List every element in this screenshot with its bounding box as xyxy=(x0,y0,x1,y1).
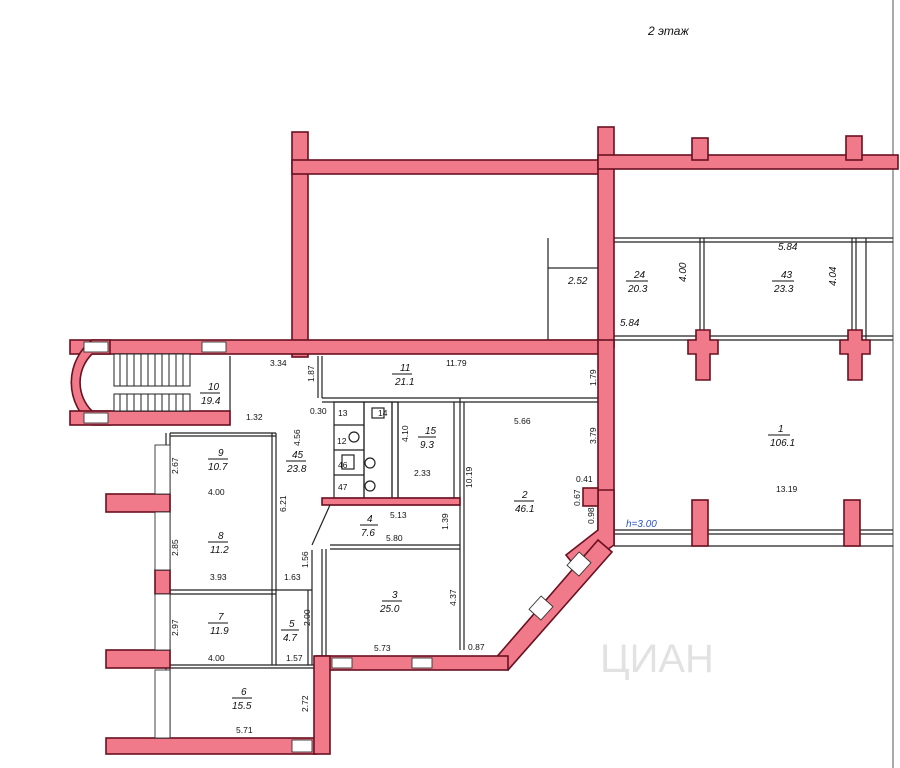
dim-label: 2.72 xyxy=(300,695,310,712)
svg-text:24: 24 xyxy=(633,270,646,281)
dim-label: 5.84 xyxy=(620,318,640,329)
svg-text:19.4: 19.4 xyxy=(201,396,221,407)
dim-label: 4.56 xyxy=(292,429,302,446)
dim-label: 5.73 xyxy=(374,643,391,653)
svg-text:6: 6 xyxy=(241,687,247,698)
load-bearing-walls xyxy=(69,126,899,755)
room-43-label: 43 23.3 xyxy=(772,270,794,295)
dim-label: 2.00 xyxy=(302,609,312,626)
svg-text:4.7: 4.7 xyxy=(283,633,297,644)
dim-label: 2.85 xyxy=(170,539,180,556)
dim-label: 1.56 xyxy=(300,551,310,568)
room-14-label: 14 xyxy=(378,408,388,418)
dim-label: 3.79 xyxy=(588,427,598,444)
dim-label: 1.63 xyxy=(284,572,301,582)
svg-text:106.1: 106.1 xyxy=(770,438,795,449)
svg-text:10: 10 xyxy=(208,382,220,393)
dim-label: 10.19 xyxy=(464,466,474,488)
room-1-label: 1 106.1 xyxy=(768,424,795,449)
svg-text:2: 2 xyxy=(521,490,528,501)
svg-text:10.7: 10.7 xyxy=(208,462,228,473)
svg-text:9.3: 9.3 xyxy=(420,440,434,451)
dim-label: 5.71 xyxy=(236,725,253,735)
room-15-label: 159.3 xyxy=(418,426,437,451)
dim-label: 4.37 xyxy=(448,589,458,606)
watermark: ЦИАН xyxy=(600,637,714,681)
svg-text:11.2: 11.2 xyxy=(210,545,229,556)
svg-text:15: 15 xyxy=(425,426,437,437)
staircase xyxy=(113,353,191,412)
room-10-label: 10 19.4 xyxy=(200,382,221,407)
dim-label: 11.79 xyxy=(446,358,467,368)
svg-text:23.8: 23.8 xyxy=(286,464,307,475)
dim-label: 2.52 xyxy=(567,276,588,287)
dim-label: 1.79 xyxy=(588,369,598,386)
room-2-label: 246.1 xyxy=(514,490,534,515)
floor-title: 2 этаж xyxy=(647,24,689,38)
dim-label: 1.32 xyxy=(246,412,263,422)
room-6-label: 615.5 xyxy=(232,687,252,712)
dim-label: 1.39 xyxy=(440,513,450,530)
room-3-label: 325.0 xyxy=(379,590,402,615)
dim-label: 2.67 xyxy=(170,457,180,474)
dim-label: 2.33 xyxy=(414,468,431,478)
dim-label: 0.67 xyxy=(572,489,582,506)
dim-label: 3.34 xyxy=(270,358,287,368)
dim-label: 4.00 xyxy=(678,262,689,282)
dim-label: 0.30 xyxy=(310,406,327,416)
room-8-label: 811.2 xyxy=(208,531,229,556)
room-11-label: 11 21.1 xyxy=(392,363,414,388)
dim-label: 6.21 xyxy=(278,495,288,512)
dim-label: 13.19 xyxy=(776,484,798,494)
ceiling-height-note: h=3.00 xyxy=(626,519,657,530)
dim-label: 4.10 xyxy=(400,425,410,442)
svg-text:25.0: 25.0 xyxy=(379,604,400,615)
windows xyxy=(83,341,592,753)
svg-text:9: 9 xyxy=(218,448,224,459)
svg-text:1: 1 xyxy=(778,424,784,435)
svg-text:11.9: 11.9 xyxy=(210,626,229,637)
room-4-label: 47.6 xyxy=(360,514,378,539)
dimension-labels: 5.84 2.52 4.00 5.84 4.04 3.34 1.87 11.79… xyxy=(170,242,839,735)
svg-text:20.3: 20.3 xyxy=(627,284,648,295)
room-24-label: 24 20.3 xyxy=(626,270,648,295)
svg-text:3: 3 xyxy=(392,590,398,601)
dim-label: 4.00 xyxy=(208,653,225,663)
svg-text:7.6: 7.6 xyxy=(361,528,375,539)
svg-text:21.1: 21.1 xyxy=(394,377,414,388)
dim-label: 0.41 xyxy=(576,474,593,484)
svg-text:45: 45 xyxy=(292,450,304,461)
dim-label: 1.57 xyxy=(286,653,303,663)
room-12-label: 12 xyxy=(337,436,347,446)
dim-label: 5.80 xyxy=(386,533,403,543)
svg-text:5: 5 xyxy=(289,619,295,630)
room-45-label: 45 23.8 xyxy=(286,450,307,475)
room-46-label: 46 xyxy=(338,460,348,470)
svg-text:43: 43 xyxy=(781,270,793,281)
svg-text:7: 7 xyxy=(218,612,224,623)
room-9-label: 910.7 xyxy=(208,448,228,473)
dim-label: 3.93 xyxy=(210,572,227,582)
room-13-label: 13 xyxy=(338,408,348,418)
svg-text:4: 4 xyxy=(367,514,373,525)
dim-label: 2.97 xyxy=(170,619,180,636)
dim-label: 5.13 xyxy=(390,510,407,520)
room-47-label: 47 xyxy=(338,482,348,492)
svg-text:23.3: 23.3 xyxy=(773,284,794,295)
svg-text:46.1: 46.1 xyxy=(515,504,534,515)
room-7-label: 711.9 xyxy=(208,612,229,637)
svg-text:8: 8 xyxy=(218,531,224,542)
dim-label: 5.84 xyxy=(778,242,798,253)
room-5-label: 54.7 xyxy=(281,619,299,644)
svg-text:11: 11 xyxy=(400,363,410,374)
svg-text:15.5: 15.5 xyxy=(232,701,252,712)
dim-label: 4.04 xyxy=(828,266,839,286)
dim-label: 4.00 xyxy=(208,487,225,497)
dim-label: 1.87 xyxy=(306,365,316,382)
dim-label: 0.98 xyxy=(586,507,596,524)
dim-label: 5.66 xyxy=(514,416,531,426)
dim-label: 0.87 xyxy=(468,642,485,652)
